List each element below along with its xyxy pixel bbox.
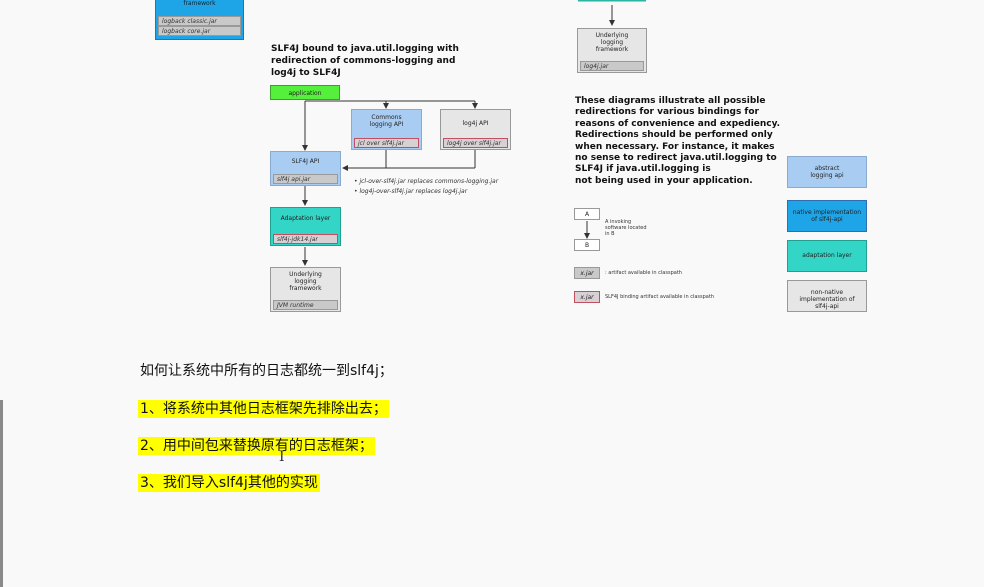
step-3-highlight: 3、我们导入slf4j其他的实现 bbox=[138, 474, 320, 492]
slf4j-api-label: SLF4J API bbox=[291, 158, 320, 165]
right-underlying-framework-label: Underlying logging framework bbox=[595, 32, 629, 53]
legend-native-impl: native implementation of slf4j-api bbox=[787, 200, 867, 232]
logback-classic-jar: logback classic.jar bbox=[158, 16, 241, 26]
legend-non-native: non-native implementation of slf4j-api bbox=[787, 280, 867, 312]
step-1-highlight: 1、将系统中其他日志框架先排除出去； bbox=[138, 400, 389, 418]
diagram-title-line-2: redirection of commons-logging and bbox=[271, 56, 456, 66]
diagram-title-line-3: log4j to SLF4J bbox=[271, 68, 341, 78]
legend-bind-jar-sample-label: x.jar bbox=[580, 294, 594, 301]
adaptation-layer-box: Adaptation layer slf4j-jdk14.jar bbox=[270, 207, 341, 246]
adaptation-layer-label: Adaptation layer bbox=[280, 215, 331, 222]
question-text: 如何让系统中所有的日志都统一到slf4j； bbox=[140, 363, 393, 379]
slf4j-api-box: SLF4J API slf4j api.jar bbox=[270, 151, 341, 186]
legend-a-label: A bbox=[584, 211, 590, 218]
legend-non-native-label: non-native implementation of slf4j-api bbox=[799, 289, 855, 310]
diagram-title: SLF4J bound to java.util.logging with re… bbox=[271, 43, 459, 79]
desc-line-6: no sense to redirect java.util.logging t… bbox=[575, 153, 777, 164]
desc-line-3: reasons of convenience and expediency. bbox=[575, 118, 781, 129]
legend-bind-jar-sample: x.jar bbox=[574, 291, 600, 303]
slf4j-jdk14-jar: slf4j-jdk14.jar bbox=[273, 234, 338, 244]
legend-abstract-api: abstract logging api bbox=[787, 156, 867, 188]
replacement-notes: • jcl-over-slf4j.jar replaces commons-lo… bbox=[354, 177, 498, 197]
legend-b-box: B bbox=[574, 239, 600, 251]
legend-adaptation-label: adaptation layer bbox=[802, 252, 852, 259]
logback-core-jar: logback core.jar bbox=[158, 26, 241, 36]
legend-bind-jar-text: SLF4J binding artifact available in clas… bbox=[605, 294, 714, 300]
legend-invoking-line-1: A invoking bbox=[605, 219, 632, 225]
desc-line-8: not being used in your application. bbox=[575, 175, 753, 186]
step-1-text: 1、将系统中其他日志框架先排除出去； bbox=[138, 398, 389, 418]
legend-native-impl-label: native implementation of slf4j-api bbox=[792, 209, 862, 223]
commons-logging-label: Commons logging API bbox=[369, 114, 404, 128]
slf4j-api-jar: slf4j api.jar bbox=[273, 174, 338, 184]
log4j-over-slf4j-jar: log4j over slf4j.jar bbox=[443, 138, 508, 148]
log4j-api-box: log4j API log4j over slf4j.jar bbox=[440, 109, 511, 150]
diagram-title-line-1: SLF4J bound to java.util.logging with bbox=[271, 44, 459, 54]
top-left-framework-box: framework logback classic.jar logback co… bbox=[155, 0, 244, 40]
step-3-text: 3、我们导入slf4j其他的实现 bbox=[138, 472, 320, 492]
desc-line-1: These diagrams illustrate all possible bbox=[575, 96, 766, 106]
commons-logging-box: Commons logging API jcl over slf4j.jar bbox=[351, 109, 422, 150]
legend-invoking-line-2: software located bbox=[605, 225, 647, 231]
note-log4j: • log4j-over-slf4j.jar replaces log4j.ja… bbox=[354, 188, 468, 195]
legend-jar-sample-label: x.jar bbox=[580, 270, 594, 277]
jvm-runtime-jar: JVM runtime bbox=[273, 300, 338, 310]
text-cursor-icon: I bbox=[279, 449, 285, 465]
legend-invoking-text: A invoking software located in B bbox=[605, 219, 647, 237]
legend-adaptation: adaptation layer bbox=[787, 240, 867, 272]
right-underlying-framework-box: Underlying logging framework log4j.jar bbox=[577, 28, 647, 73]
note-jcl: • jcl-over-slf4j.jar replaces commons-lo… bbox=[354, 178, 499, 185]
desc-line-5: when necessary. For instance, it makes bbox=[575, 141, 775, 152]
jcl-over-slf4j-jar: jcl over slf4j.jar bbox=[354, 138, 419, 148]
application-label: application bbox=[288, 90, 322, 97]
legend-jar-sample: x.jar bbox=[574, 267, 600, 279]
description-paragraph: These diagrams illustrate all possible r… bbox=[575, 96, 795, 187]
application-box: application bbox=[270, 85, 340, 100]
desc-line-2: redirections for various bindings for bbox=[575, 107, 759, 118]
left-edge-bar bbox=[0, 400, 3, 587]
log4j-api-label: log4j API bbox=[462, 120, 489, 127]
legend-b-label: B bbox=[584, 242, 590, 249]
legend-abstract-api-label: abstract logging api bbox=[810, 165, 844, 179]
top-left-framework-label: framework bbox=[183, 0, 216, 7]
step-2-highlight: 2、用中间包来替换原有的日志框架； bbox=[138, 437, 375, 455]
log4j-jar: log4j.jar bbox=[580, 61, 644, 71]
legend-jar-text: : artifact available in classpath bbox=[605, 270, 682, 276]
desc-line-7: SLF4J if java.util.logging is bbox=[575, 164, 711, 175]
desc-line-4: Redirections should be performed only bbox=[575, 130, 773, 141]
underlying-framework-box: Underlying logging framework JVM runtime bbox=[270, 267, 341, 312]
step-2-text: 2、用中间包来替换原有的日志框架； bbox=[138, 435, 375, 455]
underlying-framework-label: Underlying logging framework bbox=[289, 271, 322, 292]
legend-invoking-line-3: in B bbox=[605, 231, 615, 237]
legend-a-box: A bbox=[574, 208, 600, 220]
